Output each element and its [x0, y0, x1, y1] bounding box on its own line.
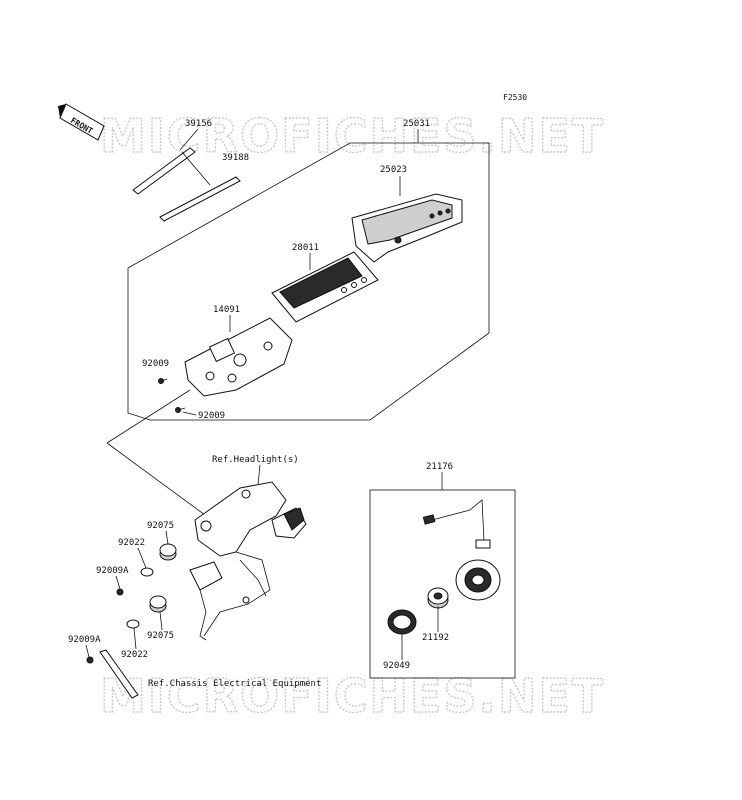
- screw-92009-lower: [175, 407, 186, 413]
- ref-headlight: Ref.Headlight(s): [212, 455, 299, 465]
- lens-seal-39188: [159, 176, 241, 222]
- mounting-bracket: [189, 481, 307, 641]
- ref-chassis-electrical: Ref.Chassis Electrical Equipment: [148, 679, 321, 689]
- screw-92009-upper: [158, 378, 168, 384]
- collar-92022-lower: [126, 619, 140, 629]
- label-92009A-upper: 92009A: [96, 566, 129, 576]
- lens-cover-39156: [132, 147, 211, 195]
- seal-92049: [387, 609, 417, 635]
- label-92022-upper: 92022: [118, 538, 145, 548]
- harness-strap: [99, 649, 139, 699]
- grommet-92075-upper: [159, 543, 177, 561]
- watermark-bottom: MICROFICHES.NET: [100, 669, 605, 723]
- front-arrow-icon: FRONT: [58, 103, 105, 141]
- label-28011: 28011: [292, 243, 319, 253]
- label-25023: 25023: [380, 165, 407, 175]
- sensor-assembly-frame: [369, 489, 516, 679]
- label-92022-lower: 92022: [121, 650, 148, 660]
- meter-case-14091: [184, 317, 293, 397]
- label-92075-upper: 92075: [147, 521, 174, 531]
- label-39156: 39156: [185, 119, 212, 129]
- label-92009A-lower: 92009A: [68, 635, 101, 645]
- meter-housing-25023: [351, 193, 463, 263]
- gear-21192: [427, 587, 449, 609]
- label-92075-lower: 92075: [147, 631, 174, 641]
- watermark-top: MICROFICHES.NET: [100, 109, 605, 163]
- label-92009-upper: 92009: [142, 359, 169, 369]
- label-92049: 92049: [383, 661, 410, 671]
- bolt-92009A-upper: [116, 588, 124, 596]
- label-25031: 25031: [403, 119, 430, 129]
- speed-sensor-cable-21176: [422, 499, 501, 601]
- grommet-92075-lower: [149, 595, 167, 613]
- diagram-code: F2530: [503, 93, 527, 102]
- assembly-frame-25031: [127, 142, 490, 421]
- collar-92022-upper: [140, 567, 154, 577]
- label-21192: 21192: [422, 633, 449, 643]
- label-39188: 39188: [222, 153, 249, 163]
- lcd-display-28011: [271, 251, 379, 323]
- label-14091: 14091: [213, 305, 240, 315]
- label-92009-lower: 92009: [198, 411, 225, 421]
- label-21176: 21176: [426, 462, 453, 472]
- bolt-92009A-lower: [86, 656, 94, 664]
